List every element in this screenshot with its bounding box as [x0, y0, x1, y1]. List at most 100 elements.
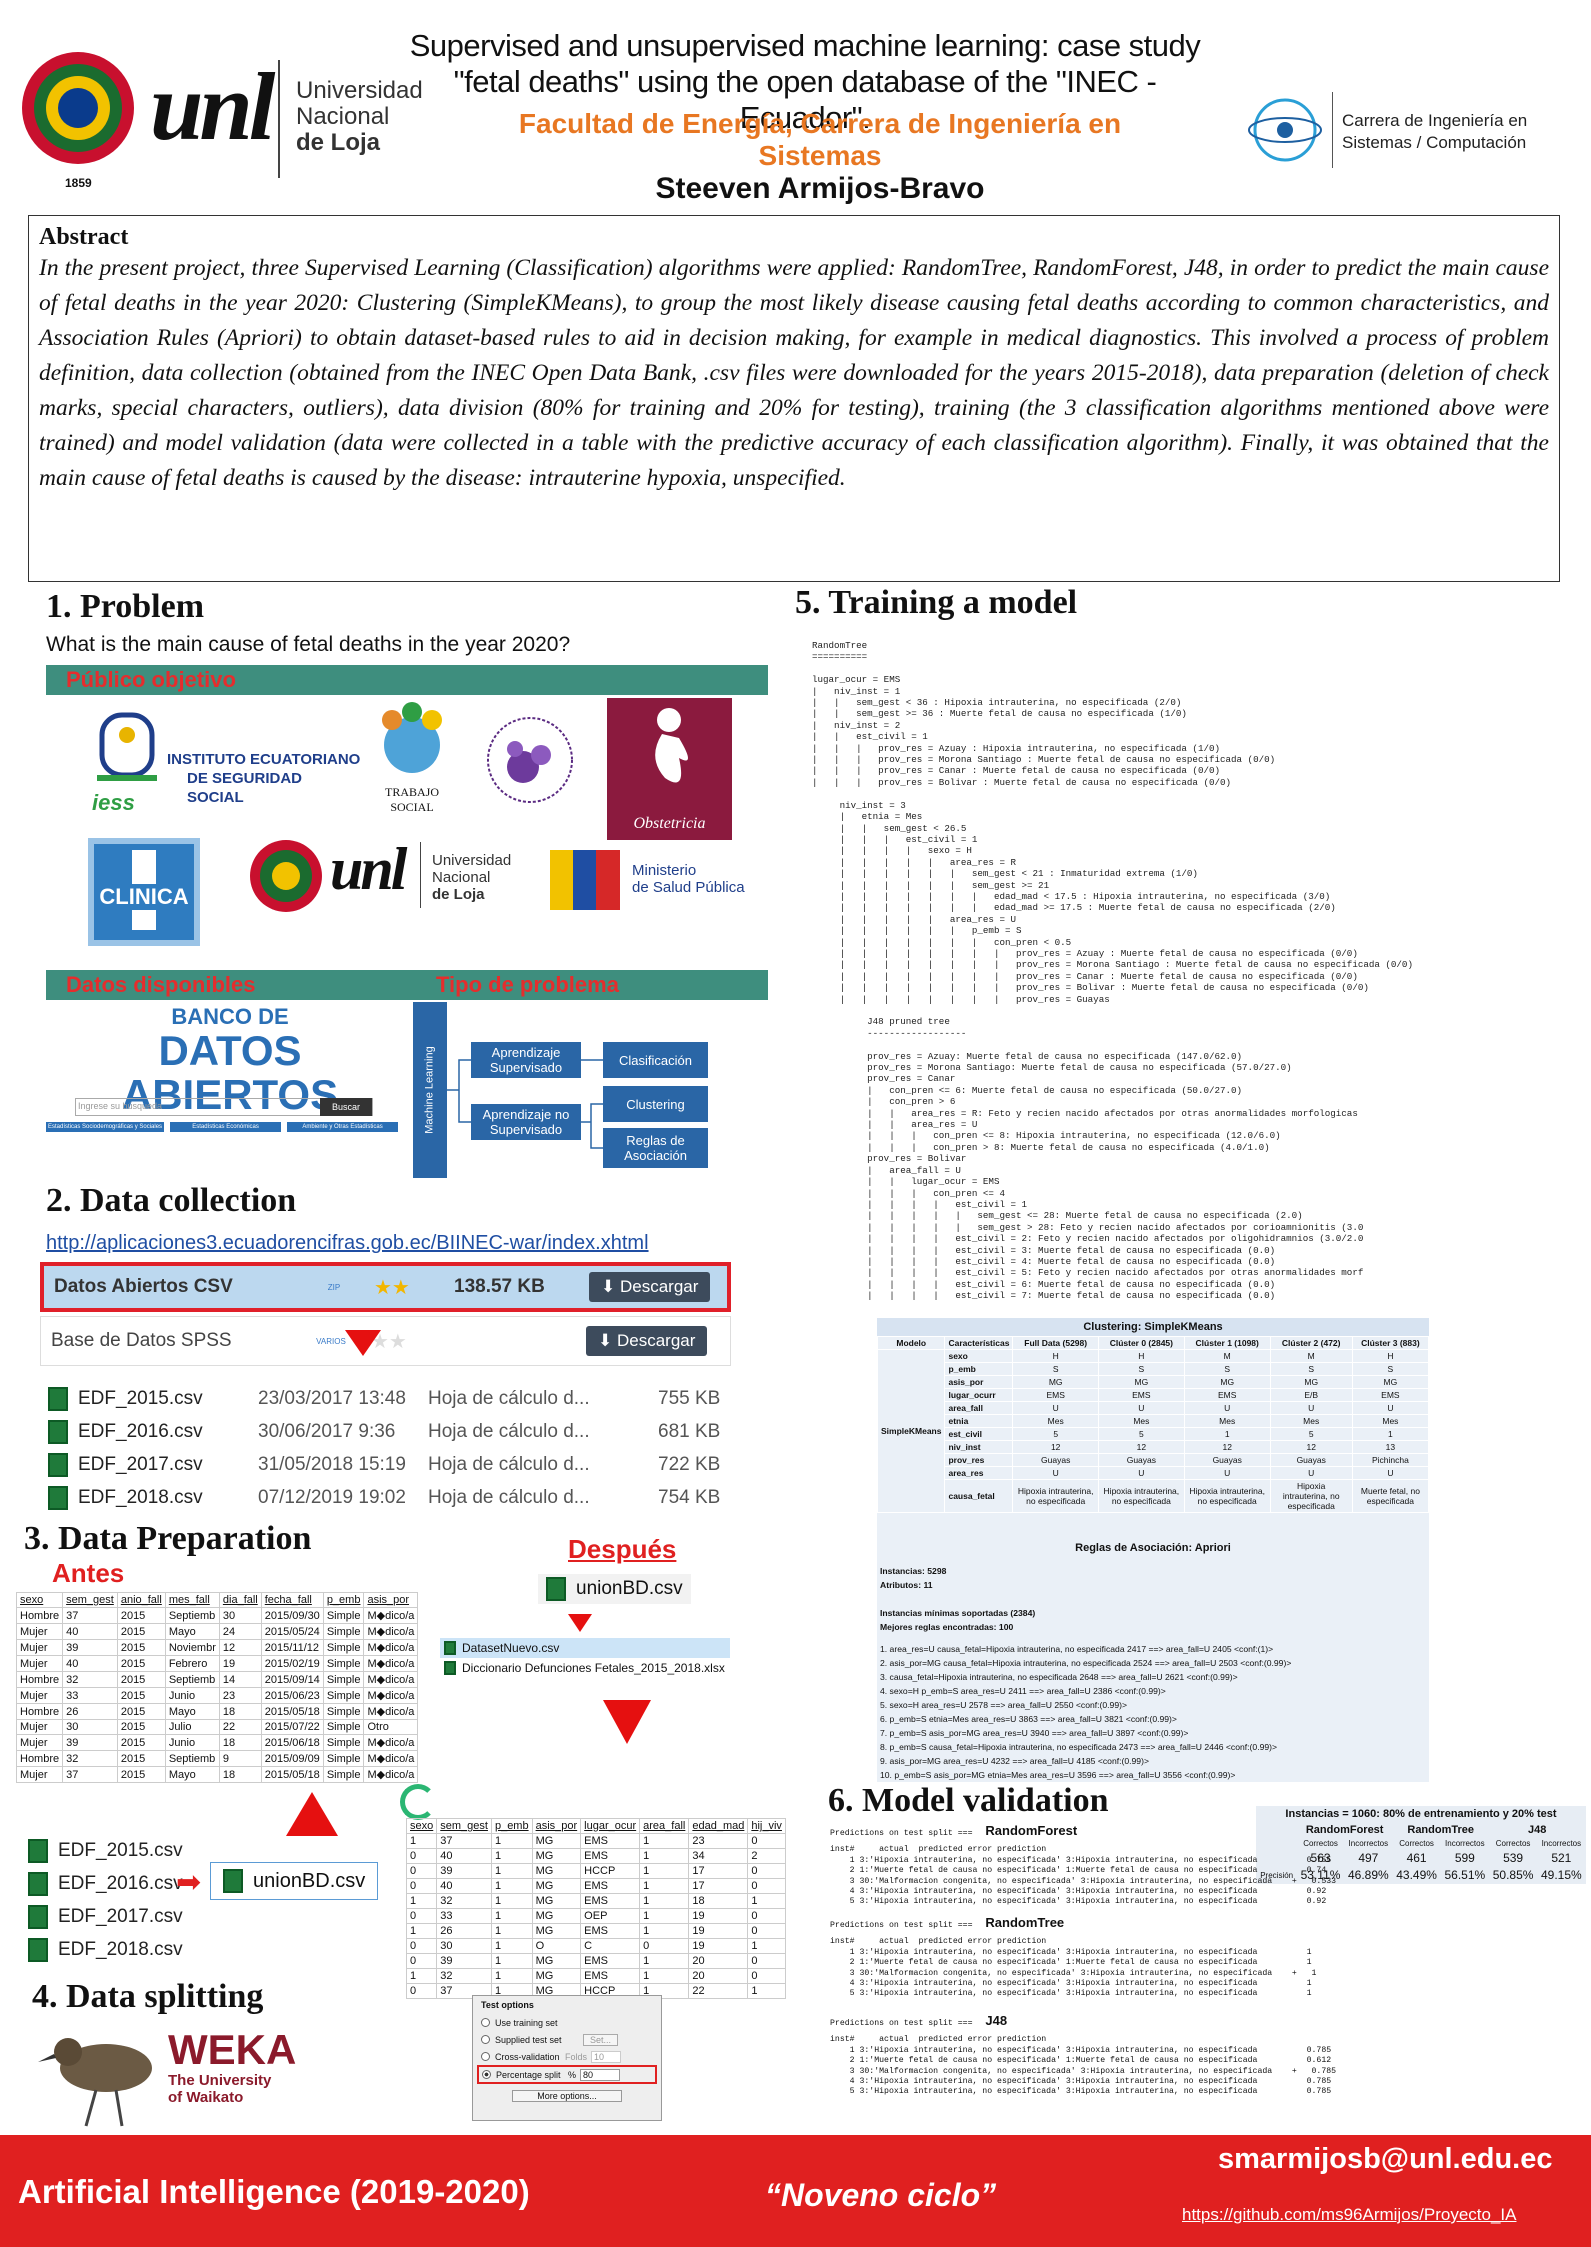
- apriori-rule: 1. area_res=U causa_fetal=Hipoxia intrau…: [880, 1644, 1274, 1654]
- attribute-cell: causa_fetal: [944, 1479, 1014, 1513]
- table-cell: Pichincha: [1351, 1453, 1430, 1467]
- table-cell: 1: [1351, 1427, 1430, 1441]
- split-prefix: Predictions on test split ===: [830, 2019, 973, 2028]
- file-type: Hoja de cálculo d...: [428, 1387, 590, 1409]
- open-data-link-3[interactable]: Ambiente y Otras Estadísticas: [287, 1122, 398, 1132]
- csv-file-icon: [28, 1838, 48, 1863]
- table-cell: 32: [62, 1750, 118, 1767]
- table-cell: MG: [531, 1893, 582, 1909]
- weka-bird-icon: [36, 2018, 166, 2130]
- after-union-file[interactable]: unionBD.csv: [538, 1574, 691, 1604]
- download-csv-button[interactable]: ⬇ Descargar: [589, 1272, 711, 1302]
- footer-email[interactable]: smarmijosb@unl.edu.ec: [1218, 2143, 1553, 2175]
- table-cell: Mayo: [164, 1623, 220, 1640]
- prediction-output: inst# actual predicted error prediction …: [830, 1845, 1336, 1907]
- logo-divider: [278, 60, 280, 178]
- table-cell: 34: [688, 1848, 749, 1864]
- option-row[interactable]: Use training set: [481, 2014, 653, 2031]
- table-cell: 1: [639, 1893, 690, 1909]
- unl-seal-small: [248, 838, 324, 914]
- table-cell: 0: [405, 1863, 438, 1879]
- collection-url[interactable]: http://aplicaciones3.ecuadorencifras.gob…: [46, 1232, 649, 1254]
- folds-value[interactable]: 10: [591, 2050, 622, 2063]
- table-cell: Mes: [1097, 1414, 1185, 1428]
- table-cell: 12: [1183, 1440, 1271, 1454]
- unl-name-small-line2: Nacional: [432, 869, 491, 886]
- footer-github[interactable]: https://github.com/ms96Armijos/Proyecto_…: [1182, 2205, 1517, 2224]
- table-cell: MG: [531, 1848, 582, 1864]
- table-cell: S: [1097, 1362, 1185, 1376]
- table-cell: Mujer: [15, 1719, 64, 1735]
- table-cell: 0: [747, 1953, 786, 1969]
- iess-name-line2: DE SEGURIDAD SOCIAL: [187, 770, 303, 806]
- table-cell: MG: [531, 1878, 582, 1894]
- iess-name-line1: INSTITUTO ECUATORIANO: [167, 751, 361, 768]
- table-cell: S: [1269, 1362, 1353, 1376]
- table-cell: 0: [639, 1938, 690, 1954]
- table-cell: Mujer: [15, 1766, 64, 1783]
- table-cell: 33: [436, 1908, 492, 1924]
- faculty-line2: Sistemas: [758, 140, 882, 171]
- download-row-spss: Base de Datos SPSS VARIOS ★★ ⬇ Descargar: [40, 1316, 731, 1366]
- table-cell: U: [1012, 1466, 1099, 1480]
- percent-input[interactable]: 80: [580, 2068, 621, 2081]
- algorithm-label: J48: [985, 2013, 1008, 2028]
- download-spss-button[interactable]: ⬇ Descargar: [586, 1326, 708, 1356]
- table-cell: M◆dico/a: [363, 1623, 419, 1640]
- apriori-info-line: Mejores reglas encontradas: 100: [880, 1622, 1014, 1632]
- after-file-row[interactable]: Diccionario Defunciones Fetales_2015_201…: [440, 1658, 730, 1678]
- table-cell: 26: [436, 1923, 492, 1939]
- table-cell: 1: [490, 1968, 533, 1984]
- table-cell: Simple: [322, 1623, 365, 1640]
- block-header: Predictions on test split === RandomTree: [830, 1916, 1250, 1931]
- ml-diagram: Machine Learning Aprendizaje Supervisado…: [413, 1002, 773, 1180]
- percentage-split-row[interactable]: Percentage split%80: [477, 2065, 657, 2084]
- table-cell: 1: [405, 1833, 438, 1849]
- open-data-link-1[interactable]: Estadísticas Sociodemográficas y Sociale…: [46, 1122, 165, 1132]
- table-cell: 37: [62, 1766, 118, 1783]
- table-cell: 0: [405, 1848, 438, 1864]
- ml-supervised-box: Aprendizaje Supervisado: [471, 1042, 581, 1078]
- prep-file-row[interactable]: EDF_2015.csv: [28, 1834, 183, 1867]
- prep-file-row[interactable]: EDF_2016.csv: [28, 1867, 183, 1900]
- table-cell: U: [1012, 1401, 1099, 1415]
- table-cell: 1: [490, 1878, 533, 1894]
- prep-file-row[interactable]: EDF_2017.csv: [28, 1900, 183, 1933]
- table-cell: 17: [688, 1863, 749, 1879]
- more-options-button[interactable]: More options...: [512, 2090, 622, 2102]
- table-cell: 1: [490, 1893, 533, 1909]
- iess-logo: iess INSTITUTO ECUATORIANO DE SEGURIDAD …: [92, 705, 362, 817]
- csv-file-icon: [28, 1937, 48, 1962]
- union-file-box[interactable]: unionBD.csv: [210, 1862, 379, 1900]
- search-placeholder: Ingrese su búsqueda: [78, 1101, 163, 1111]
- column-header: asis_por: [363, 1592, 419, 1608]
- corner-cell: [1255, 1837, 1298, 1850]
- prep-file-row[interactable]: EDF_2018.csv: [28, 1933, 183, 1966]
- table-cell: EMS: [580, 1833, 641, 1849]
- up-arrow-union: [286, 1792, 338, 1836]
- table-cell: Mayo: [164, 1766, 220, 1783]
- after-file-row[interactable]: DatasetNuevo.csv: [440, 1638, 730, 1658]
- table-cell: M◆dico/a: [363, 1734, 419, 1751]
- open-data-link-2[interactable]: Estadísticas Económicas: [170, 1122, 282, 1132]
- column-header: Full Data (5298): [1012, 1336, 1099, 1350]
- open-data-search-button[interactable]: Buscar: [320, 1098, 372, 1116]
- table-cell: 1: [490, 1938, 533, 1954]
- table-cell: 5: [1012, 1427, 1099, 1441]
- set-button[interactable]: Set...: [583, 2033, 619, 2046]
- file-date: 07/12/2019 19:02: [258, 1486, 406, 1508]
